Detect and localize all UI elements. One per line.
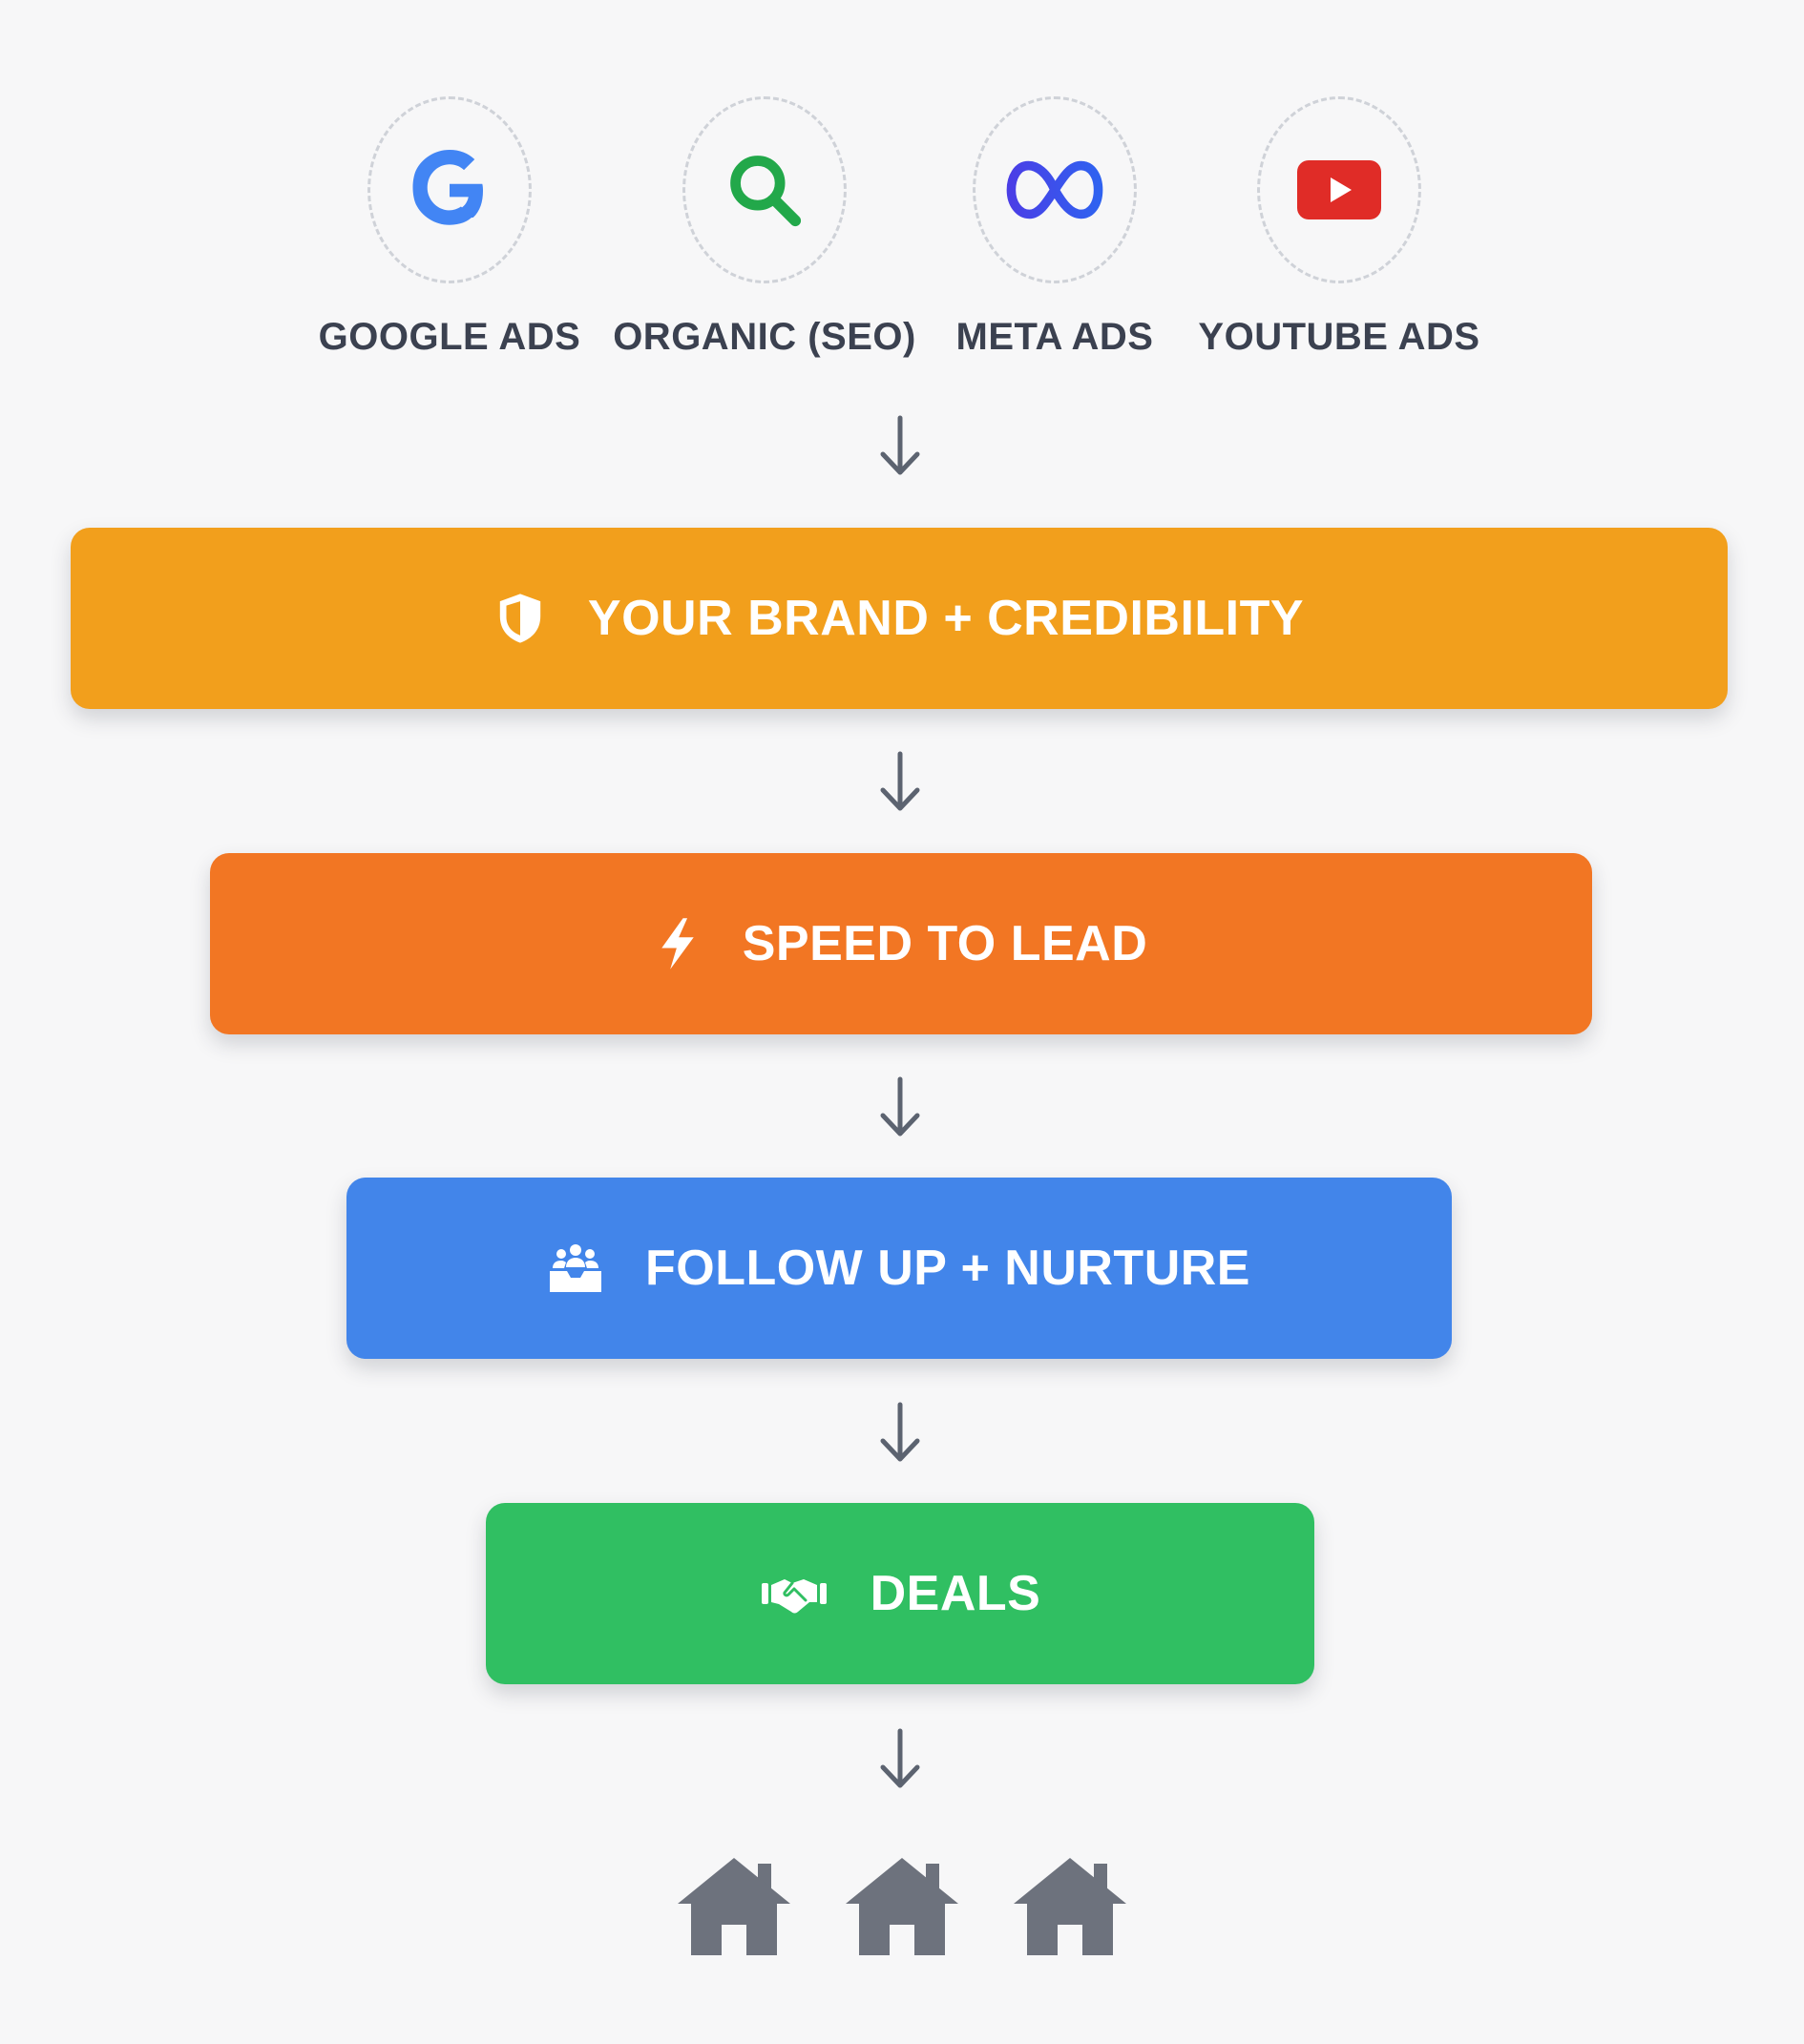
- stage-follow-up-nurture: FOLLOW UP + NURTURE: [346, 1178, 1452, 1359]
- stage-label: SPEED TO LEAD: [742, 916, 1148, 971]
- source-circle: [973, 96, 1137, 283]
- down-arrow-icon: [880, 1728, 920, 1788]
- source-circle: [367, 96, 532, 283]
- stage-label: DEALS: [870, 1566, 1041, 1621]
- down-arrow-icon: [880, 415, 920, 475]
- source-meta-ads: META ADS: [854, 96, 1255, 359]
- source-youtube-ads: YOUTUBE ADS: [1139, 96, 1540, 359]
- source-circle: [1257, 96, 1421, 283]
- meta-icon: [1006, 160, 1103, 219]
- shield-icon: [494, 591, 546, 646]
- group-inbox-icon: [548, 1241, 603, 1295]
- lightning-icon: [655, 916, 701, 971]
- source-label: GOOGLE ADS: [318, 316, 581, 358]
- source-label: ORGANIC (SEO): [613, 316, 916, 358]
- source-label: META ADS: [955, 316, 1154, 358]
- down-arrow-icon: [880, 1076, 920, 1137]
- google-icon: [412, 150, 483, 225]
- houses-row: [678, 1856, 1126, 1961]
- stage-deals: DEALS: [486, 1503, 1314, 1684]
- source-google-ads: GOOGLE ADS: [249, 96, 650, 359]
- stage-speed-to-lead: SPEED TO LEAD: [210, 853, 1592, 1034]
- source-organic-seo: ORGANIC (SEO): [564, 96, 965, 359]
- source-label: YOUTUBE ADS: [1198, 316, 1480, 358]
- house-icon: [846, 1858, 958, 1955]
- youtube-icon: [1297, 160, 1381, 219]
- source-circle: [682, 96, 847, 283]
- down-arrow-icon: [880, 1402, 920, 1462]
- stage-label: YOUR BRAND + CREDIBILITY: [587, 591, 1305, 646]
- down-arrow-icon: [880, 751, 920, 811]
- stage-label: FOLLOW UP + NURTURE: [645, 1241, 1250, 1296]
- house-icon: [1014, 1858, 1126, 1955]
- stage-brand-credibility: YOUR BRAND + CREDIBILITY: [71, 528, 1728, 709]
- search-icon: [730, 156, 802, 227]
- house-icon: [678, 1858, 790, 1955]
- handshake-icon: [760, 1572, 829, 1616]
